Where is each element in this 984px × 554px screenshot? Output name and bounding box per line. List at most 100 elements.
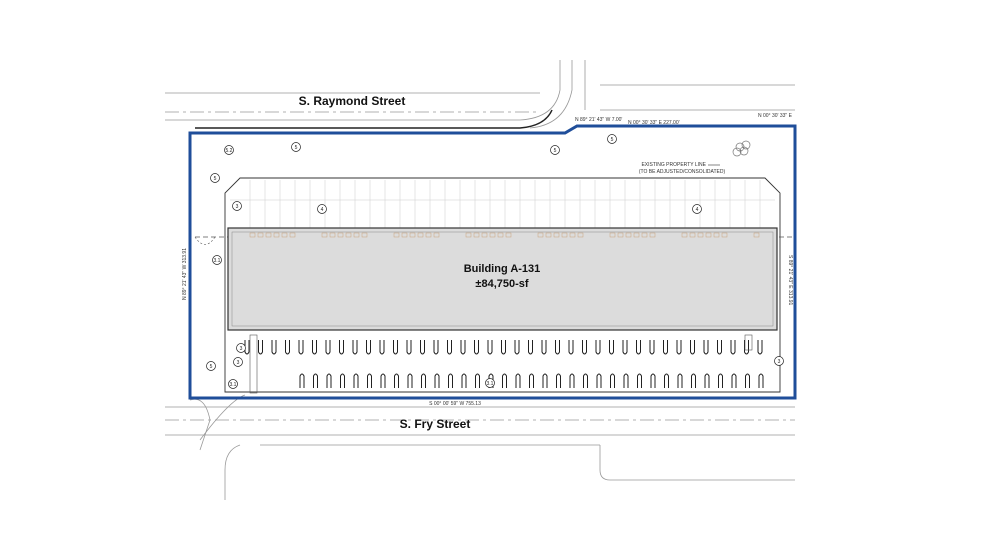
parking-stall — [663, 340, 668, 355]
keynote-number: 5 — [210, 364, 213, 370]
parking-stall — [488, 373, 494, 388]
keynote-number: 3.1 — [230, 382, 237, 388]
parking-grid — [230, 180, 775, 228]
parking-stall — [677, 373, 683, 388]
parking-stalls — [244, 340, 764, 388]
dock-door — [465, 232, 472, 238]
keynote-bubble: 4 — [692, 204, 702, 214]
tree-icon — [732, 140, 751, 157]
parking-stall — [393, 340, 398, 355]
parking-stall — [352, 340, 358, 355]
building-outline-inner — [231, 231, 774, 327]
dock-door — [353, 232, 360, 238]
parking-stall — [623, 373, 629, 388]
dock-door — [409, 232, 416, 238]
parking-stall — [501, 340, 506, 355]
parking-stall — [650, 373, 656, 388]
building-footprint — [227, 227, 778, 331]
parking-stall — [730, 340, 736, 355]
parking-stall — [622, 340, 628, 355]
parking-stall — [542, 373, 548, 388]
parking-stall — [313, 373, 318, 388]
property-line-note-sub: (TO BE ADJUSTED/CONSOLIDATED) — [639, 169, 726, 175]
parking-stall — [528, 340, 533, 355]
dock-door — [641, 232, 648, 238]
street-name-south: S. Fry Street — [400, 417, 471, 431]
keynote-number: 4 — [696, 207, 699, 213]
parking-stall — [298, 340, 304, 355]
parking-stall — [610, 373, 615, 388]
parking-stall — [745, 373, 750, 388]
dock-door — [361, 232, 368, 238]
parking-stall — [583, 373, 588, 388]
parking-stall — [664, 373, 669, 388]
dock-door — [497, 232, 504, 238]
dock-door — [489, 232, 496, 238]
dock-door — [289, 232, 296, 238]
parking-stall — [717, 340, 722, 355]
parking-stall — [433, 340, 439, 355]
keynote-number: 3.1 — [487, 381, 494, 387]
keynote-number: 5 — [611, 137, 614, 143]
parking-stall — [569, 373, 575, 388]
dock-door — [417, 232, 424, 238]
parking-field — [224, 177, 781, 393]
dock-door — [625, 232, 632, 238]
sidewalk-hatch-left — [249, 334, 258, 394]
parking-stall — [394, 373, 399, 388]
parking-stall — [636, 340, 641, 355]
parking-stall — [541, 340, 547, 355]
parking-stall — [487, 340, 493, 355]
bearing-top-right: N 00° 30' 33" E — [758, 113, 793, 119]
dock-door — [265, 232, 272, 238]
keynote-bubble: 5.2 — [224, 145, 234, 155]
dock-door — [329, 232, 336, 238]
parking-stall — [568, 340, 574, 355]
bearing-right: S 89° 21' 43" E 313.91 — [787, 255, 793, 306]
dock-door — [681, 232, 688, 238]
parking-stall — [649, 340, 655, 355]
parking-stall — [744, 340, 749, 355]
parking-stall — [582, 340, 587, 355]
bearing-bottom: S 00° 00' 59" W 755.13 — [429, 401, 481, 407]
dock-door — [617, 232, 624, 238]
keynote-bubble: 5 — [210, 173, 220, 183]
parking-stall — [637, 373, 642, 388]
keynote-bubble: 3 — [236, 343, 246, 353]
property-line-note: EXISTING PROPERTY LINE — [641, 162, 706, 168]
dock-door — [481, 232, 488, 238]
dock-door — [321, 232, 328, 238]
parking-stall — [609, 340, 614, 355]
parking-stall — [595, 340, 601, 355]
keynote-bubble: 5 — [291, 142, 301, 152]
dock-door — [337, 232, 344, 238]
keynote-number: 3.1 — [214, 258, 221, 264]
parking-stall — [340, 373, 345, 388]
dock-door — [473, 232, 480, 238]
keynote-bubble: 3 — [233, 357, 243, 367]
parking-stall — [447, 340, 452, 355]
building-name: Building A-131 — [464, 263, 541, 275]
parking-stall — [758, 373, 764, 388]
parking-stall — [556, 373, 561, 388]
parking-stall — [676, 340, 682, 355]
street-name-north: S. Raymond Street — [299, 94, 406, 108]
dock-door — [433, 232, 440, 238]
parking-stall — [407, 373, 413, 388]
parking-stall — [299, 373, 305, 388]
sidewalk-hatch-right — [744, 334, 753, 351]
dock-door — [257, 232, 264, 238]
keynote-number: 3 — [240, 346, 243, 352]
parking-stall — [515, 373, 521, 388]
dock-door — [537, 232, 544, 238]
dock-door — [273, 232, 280, 238]
keynote-bubble: 3 — [774, 356, 784, 366]
parking-stall — [258, 340, 263, 355]
keynote-number: 3 — [237, 360, 240, 366]
keynote-bubble: 4 — [317, 204, 327, 214]
parking-stall — [703, 340, 709, 355]
keynote-number: 5 — [214, 176, 217, 182]
dock-door — [425, 232, 432, 238]
dock-door — [753, 232, 760, 238]
